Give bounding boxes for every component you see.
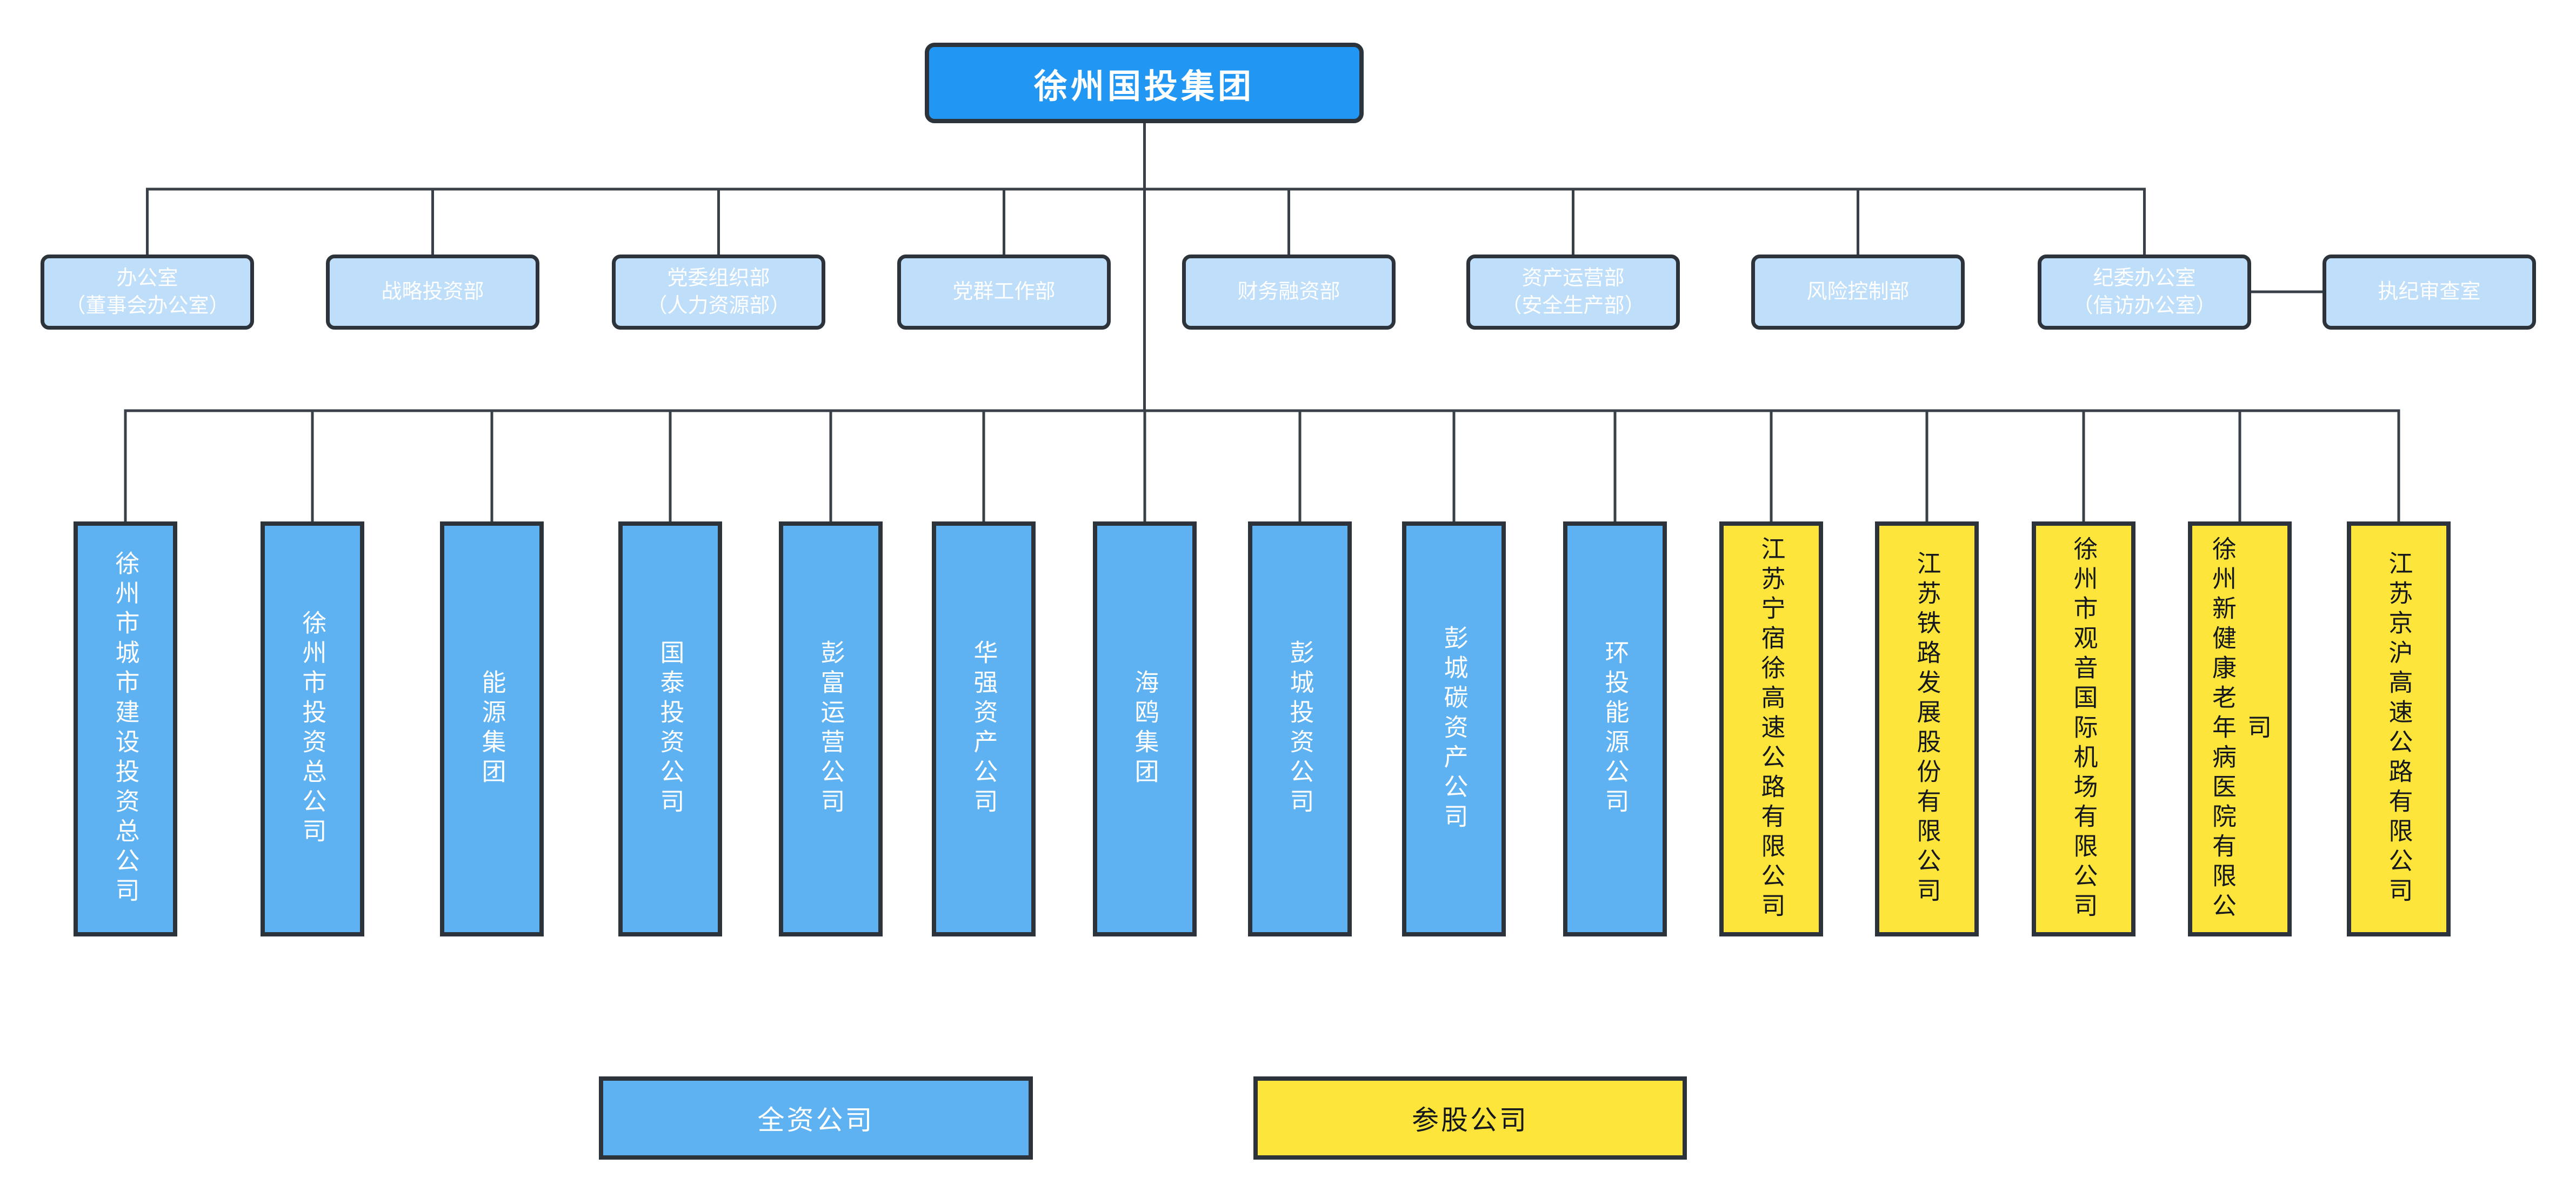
dept-sublabel: （安全生产部） [1501,294,1645,317]
company-name: 徐州市观音国际机场有限公司 [2070,536,2098,922]
company-node-3: 能源集团 [440,521,544,936]
dept-label: 资产运营部 [1521,266,1625,290]
connector-path [124,122,2400,523]
company-node-4: 国泰投资公司 [618,521,722,936]
company-name: 国泰投资公司 [656,640,684,818]
company-node-15: 江苏京沪高速公路有限公司 [2347,521,2451,936]
company-name: 华强资产公司 [970,640,998,818]
company-name: 徐州市投资总公司 [298,610,326,848]
dept-sublabel: （信访办公室） [2072,294,2217,317]
legend-equity-participation: 参股公司 [1253,1076,1687,1160]
legend-wholly-owned: 全资公司 [599,1076,1033,1160]
dept-label: 财务融资部 [1237,280,1340,304]
company-name: 徐州新健康老年病医院有限公司 [2208,536,2271,922]
root-node: 徐州国投集团 [925,43,1364,123]
company-name: 彭富运营公司 [817,640,845,818]
company-node-6: 华强资产公司 [932,521,1036,936]
company-name: 环投能源公司 [1601,640,1629,818]
company-node-2: 徐州市投资总公司 [261,521,364,936]
company-node-1: 徐州市城市建设投资总公司 [74,521,177,936]
company-name: 彭城碳资产公司 [1440,625,1468,833]
dept-node-4: 党群工作部 [897,255,1111,330]
dept-label: 办公室 [116,266,178,290]
company-node-14: 徐州新健康老年病医院有限公司 [2188,521,2292,936]
dept-label: 战略投资部 [381,280,484,304]
dept-label: 党委组织部 [667,266,770,290]
dept-node-2: 战略投资部 [326,255,539,330]
dept-node-5: 财务融资部 [1182,255,1396,330]
dept-label: 党群工作部 [952,280,1056,304]
company-name: 徐州市城市建设投资总公司 [111,551,139,907]
dept-node-9: 执纪审查室 [2323,255,2536,330]
dept-node-7: 风险控制部 [1751,255,1965,330]
company-name: 江苏京沪高速公路有限公司 [2385,551,2413,907]
dept-node-1: 办公室 （董事会办公室） [41,255,254,330]
company-node-7: 海鸥集团 [1093,521,1197,936]
dept-node-8: 纪委办公室 （信访办公室） [2038,255,2251,330]
dept-label: 执纪审查室 [2378,280,2481,304]
company-name: 江苏铁路发展股份有限公司 [1913,551,1941,907]
dept-sublabel: （董事会办公室） [65,294,230,317]
company-name: 能源集团 [478,670,506,788]
company-node-10: 环投能源公司 [1563,521,1667,936]
company-node-11: 江苏宁宿徐高速公路有限公司 [1719,521,1823,936]
company-node-8: 彭城投资公司 [1248,521,1352,936]
company-name: 海鸥集团 [1131,670,1159,788]
company-name: 彭城投资公司 [1286,640,1314,818]
dept-node-6: 资产运营部 （安全生产部） [1466,255,1680,330]
dept-label: 纪委办公室 [2093,266,2196,290]
company-name: 江苏宁宿徐高速公路有限公司 [1757,536,1785,922]
company-node-9: 彭城碳资产公司 [1402,521,1506,936]
dept-sublabel: （人力资源部） [646,294,791,317]
dept-node-3: 党委组织部 （人力资源部） [612,255,825,330]
company-node-13: 徐州市观音国际机场有限公司 [2032,521,2135,936]
dept-label: 风险控制部 [1806,280,1910,304]
company-node-12: 江苏铁路发展股份有限公司 [1875,521,1979,936]
company-node-5: 彭富运营公司 [779,521,883,936]
